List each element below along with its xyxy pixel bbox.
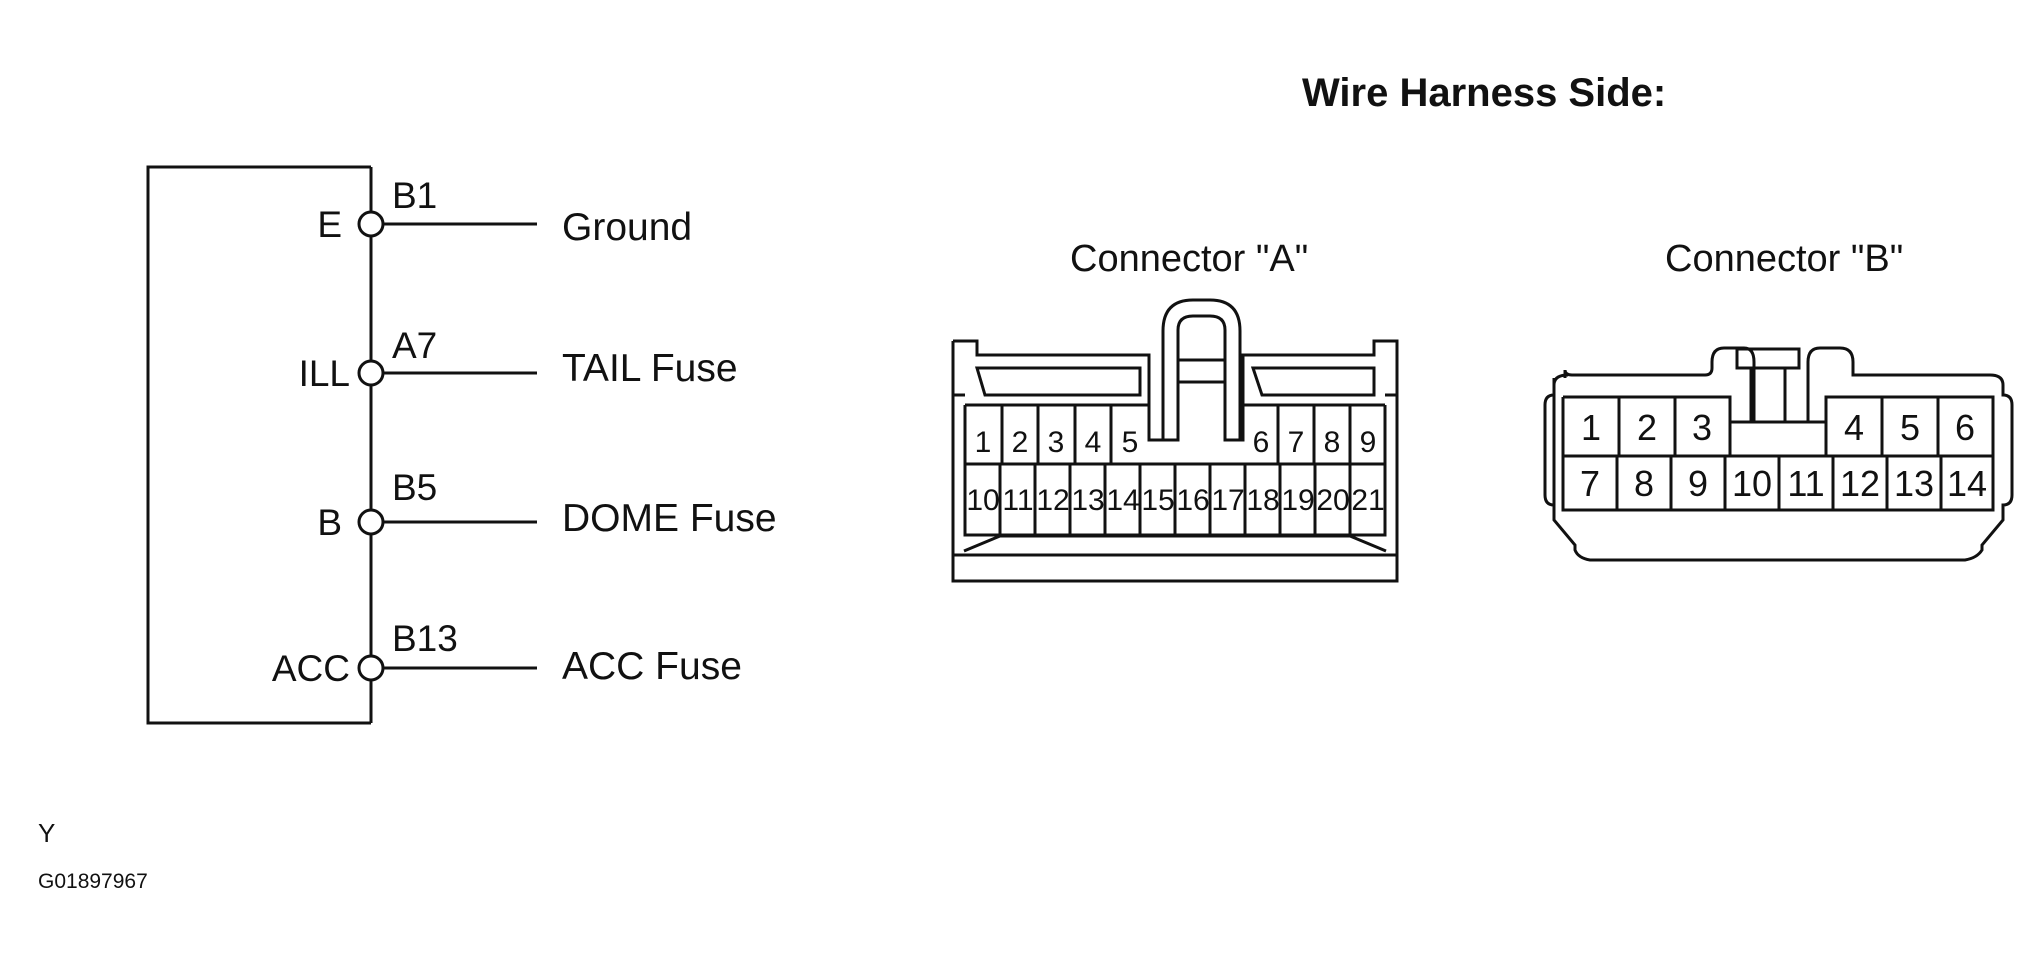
terminal-acc-circle [357, 654, 385, 682]
pin-number: 21 [1351, 484, 1384, 517]
terminal-b-circle [357, 508, 385, 536]
pin-number: 4 [1085, 426, 1102, 459]
pin-number: 20 [1316, 484, 1349, 517]
pin-number: 4 [1844, 407, 1864, 448]
pin-number: 17 [1211, 484, 1244, 517]
pin-code: B5 [392, 467, 437, 508]
pin-number: 7 [1580, 463, 1600, 504]
pin-number: 12 [1036, 484, 1069, 517]
pin-number: 13 [1071, 484, 1104, 517]
pin-number: 3 [1048, 426, 1065, 459]
pin-number: 8 [1634, 463, 1654, 504]
pin-code: B1 [392, 175, 437, 216]
signal-label: ACC Fuse [562, 645, 742, 688]
terminal-e-circle [357, 210, 385, 238]
connector-a-title: Connector "A" [1070, 238, 1308, 280]
connector-b-body [1543, 346, 2014, 562]
section-header: Wire Harness Side: [1302, 71, 1666, 115]
pin-number: 3 [1692, 407, 1712, 448]
ecu-body [146, 165, 371, 725]
pin-number: 5 [1122, 426, 1139, 459]
pin-number: 16 [1176, 484, 1209, 517]
terminal-name: ILL [299, 353, 350, 394]
pin-number: 7 [1288, 426, 1305, 459]
figure-id: G01897967 [38, 870, 148, 893]
terminal-ill-circle [357, 359, 385, 387]
terminal-name: E [317, 204, 342, 245]
pin-number: 2 [1637, 407, 1657, 448]
signal-label: DOME Fuse [562, 497, 777, 540]
pin-number: 11 [1787, 463, 1824, 504]
pin-number: 18 [1246, 484, 1279, 517]
pin-number: 14 [1106, 484, 1139, 517]
pin-number: 1 [975, 426, 992, 459]
pin-number: 1 [1581, 407, 1601, 448]
pin-code: B13 [392, 618, 458, 659]
pin-number: 10 [1732, 463, 1772, 504]
terminal-name: ACC [272, 648, 350, 689]
pin-number: 6 [1955, 407, 1975, 448]
pin-number: 8 [1324, 426, 1341, 459]
pin-number: 14 [1947, 463, 1987, 504]
pin-number: 12 [1840, 463, 1880, 504]
pin-number: 6 [1253, 426, 1270, 459]
figure-code-letter: Y [38, 818, 55, 848]
terminal-name: B [317, 502, 342, 543]
pin-number: 15 [1141, 484, 1174, 517]
pin-number: 10 [966, 484, 999, 517]
pin-number: 9 [1360, 426, 1377, 459]
connector-b-title: Connector "B" [1665, 238, 1903, 280]
pin-number: 2 [1012, 426, 1029, 459]
pin-code: A7 [392, 325, 437, 366]
pin-number: 11 [1002, 484, 1033, 517]
pin-number: 5 [1900, 407, 1920, 448]
signal-label: Ground [562, 206, 692, 249]
pin-number: 9 [1688, 463, 1708, 504]
pin-number: 13 [1894, 463, 1934, 504]
connector-a-body [951, 298, 1399, 583]
pin-number: 19 [1281, 484, 1314, 517]
signal-label: TAIL Fuse [562, 347, 738, 390]
